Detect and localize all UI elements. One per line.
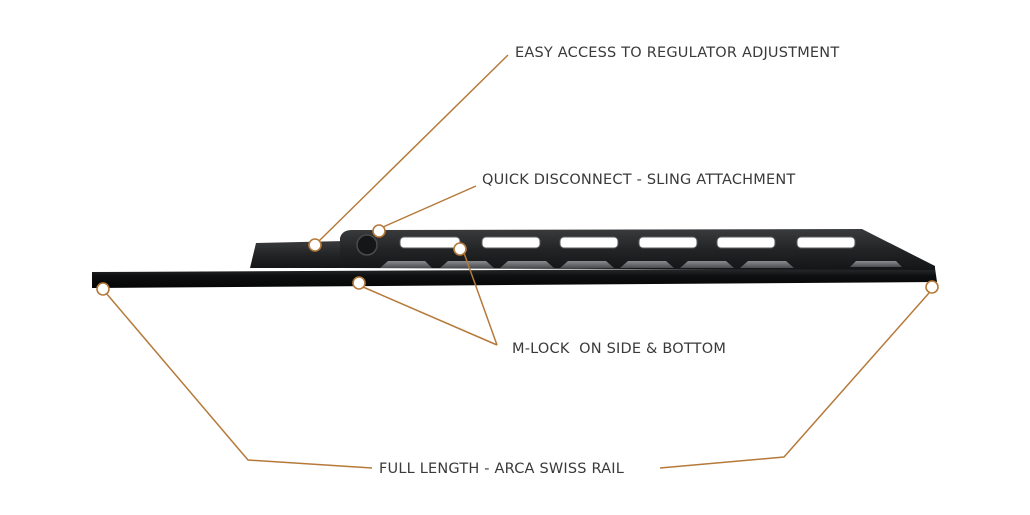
label-mlock: M-LOCK ON SIDE & BOTTOM [512, 341, 726, 357]
leader-mlock-bottom [362, 286, 498, 346]
label-arca: FULL LENGTH - ARCA SWISS RAIL [379, 461, 624, 477]
marker-qd-icon [372, 224, 386, 238]
marker-regulator-icon [308, 238, 322, 252]
leader-qd [382, 185, 477, 228]
leader-arca-left [105, 292, 373, 469]
qd-socket [356, 234, 378, 256]
rail-product [92, 229, 937, 288]
leader-arca-right [659, 292, 930, 469]
leader-regulator [318, 54, 509, 242]
bottom-slots [380, 261, 902, 268]
label-regulator: EASY ACCESS TO REGULATOR ADJUSTMENT [515, 45, 839, 61]
marker-mlock-bottom-icon [352, 276, 366, 290]
marker-arca-left-icon [96, 282, 110, 296]
leader-lines [105, 54, 930, 469]
label-qd: QUICK DISCONNECT - SLING ATTACHMENT [482, 172, 795, 188]
marker-arca-right-icon [925, 280, 939, 294]
top-slots [399, 236, 856, 249]
rear-block [250, 241, 345, 268]
arca-rail [92, 268, 937, 288]
marker-mlock-side-icon [453, 242, 467, 256]
leader-mlock-side [463, 252, 498, 346]
callout-markers [96, 224, 939, 296]
